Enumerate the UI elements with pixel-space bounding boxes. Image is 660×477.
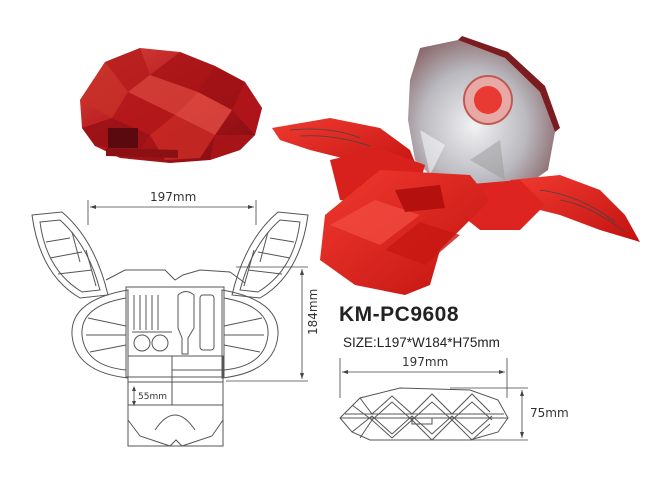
model-number: KM-PC9608 [339, 303, 460, 326]
size-spec: SIZE:L197*W184*H75mm [343, 335, 500, 350]
side-view-drawing [339, 358, 528, 441]
compartment-depth-label: 55mm [138, 392, 167, 402]
closed-case [80, 48, 262, 163]
top-width-label: 197mm [150, 190, 197, 204]
side-height-label: 75mm [530, 406, 569, 420]
side-length-label: 197mm [402, 355, 449, 369]
top-view-drawing [31, 200, 309, 447]
top-height-label: 184mm [306, 288, 320, 335]
open-case [272, 36, 640, 295]
